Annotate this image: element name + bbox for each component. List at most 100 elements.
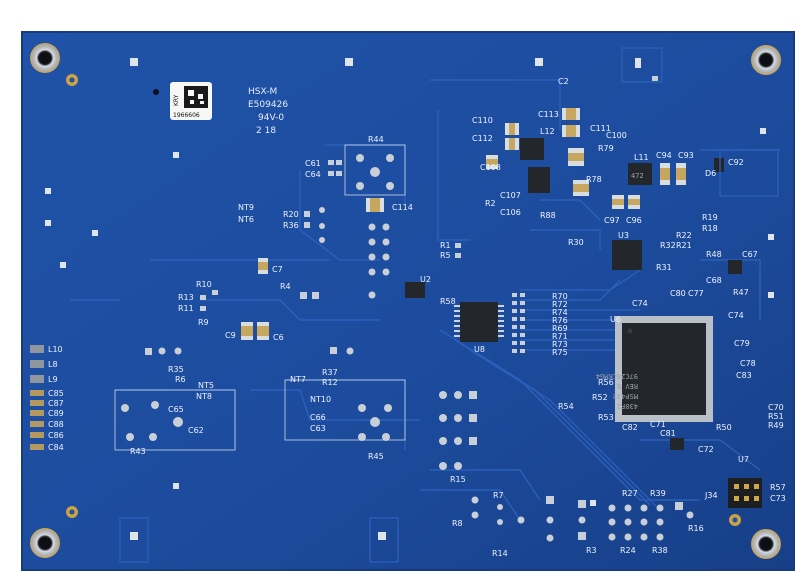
label-R53: R53 xyxy=(598,413,614,422)
mcu-marking-4: 97C28CKMG4 xyxy=(596,372,638,380)
label-R75: R75 xyxy=(552,348,568,357)
label-C112: C112 xyxy=(472,134,493,143)
label-R7: R7 xyxy=(493,491,504,500)
label-C107: C107 xyxy=(500,191,521,200)
label-C100: C100 xyxy=(606,131,627,140)
label-R50: R50 xyxy=(716,423,732,432)
ul-number: E509426 xyxy=(248,100,288,110)
label-R47: R47 xyxy=(733,288,749,297)
label-D6: D6 xyxy=(705,169,716,178)
label-L11: L11 xyxy=(634,153,649,162)
label-C108: C108 xyxy=(480,163,501,172)
label-C97: C97 xyxy=(604,216,620,225)
label-C114: C114 xyxy=(392,203,413,212)
label-R31: R31 xyxy=(656,263,672,272)
label-C94: C94 xyxy=(656,151,672,160)
label-C111: C111 xyxy=(590,124,611,133)
label-C66: C66 xyxy=(310,413,326,422)
label-R79: R79 xyxy=(598,144,614,153)
label-R9: R9 xyxy=(198,318,209,327)
mcu-marking-1: 430F2 xyxy=(617,402,638,410)
label-C72: C72 xyxy=(698,445,714,454)
label-C73: C73 xyxy=(770,494,786,503)
label-C82: C82 xyxy=(622,423,638,432)
label-R78: R78 xyxy=(586,175,602,184)
board-model: HSX-M xyxy=(248,87,277,97)
label-C7: C7 xyxy=(272,265,283,274)
mounting-hole-bottom-right xyxy=(751,529,781,559)
label-NT5: NT5 xyxy=(198,381,214,390)
label-U6: U6 xyxy=(610,315,621,324)
label-R88: R88 xyxy=(540,211,556,220)
label-R8: R8 xyxy=(452,519,463,528)
label-R74: R74 xyxy=(552,308,568,317)
label-C9: C9 xyxy=(225,331,236,340)
label-R27: R27 xyxy=(622,489,638,498)
label-U7: U7 xyxy=(738,455,749,464)
label-R54: R54 xyxy=(558,402,574,411)
label-R15: R15 xyxy=(450,475,466,484)
label-C71: C71 xyxy=(650,420,666,429)
label-NT10: NT10 xyxy=(310,395,331,404)
mcu-marking-3: REV B xyxy=(617,382,638,390)
pcb-board xyxy=(22,32,794,570)
label-C84: C84 xyxy=(48,443,64,452)
label-R30: R30 xyxy=(568,238,584,247)
flammability-rating: 94V-0 xyxy=(258,113,284,123)
label-R4: R4 xyxy=(280,282,291,291)
label-C88: C88 xyxy=(48,420,64,429)
label-R12: R12 xyxy=(322,378,338,387)
label-C61: C61 xyxy=(305,159,321,168)
label-R16: R16 xyxy=(688,524,704,533)
label-R1: R1 xyxy=(440,241,451,250)
label-C110: C110 xyxy=(472,116,493,125)
label-C87: C87 xyxy=(48,399,64,408)
label-R37: R37 xyxy=(322,368,338,377)
mounting-hole-bottom-left xyxy=(30,528,60,558)
label-J34: J34 xyxy=(704,491,718,500)
label-C83: C83 xyxy=(736,371,752,380)
label-R11: R11 xyxy=(178,304,194,313)
label-R19: R19 xyxy=(702,213,718,222)
label-C67: C67 xyxy=(742,250,758,259)
label-R2: R2 xyxy=(485,199,496,208)
label-R20: R20 xyxy=(283,210,299,219)
label-R39: R39 xyxy=(650,489,666,498)
mounting-hole-top-left xyxy=(30,43,60,73)
label-R57: R57 xyxy=(770,483,786,492)
label-C63: C63 xyxy=(310,424,326,433)
label-R5: R5 xyxy=(440,251,451,260)
label-R13: R13 xyxy=(178,293,194,302)
label-R51: R51 xyxy=(768,412,784,421)
label-C80: C80 xyxy=(670,289,686,298)
label-C64: C64 xyxy=(305,170,321,179)
label-C92: C92 xyxy=(728,158,744,167)
label-R32: R32 xyxy=(660,241,676,250)
label-R45: R45 xyxy=(368,452,384,461)
label-C65: C65 xyxy=(168,405,184,414)
label-R73: R73 xyxy=(552,340,568,349)
label-C86: C86 xyxy=(48,431,64,440)
label-number: 1966606 xyxy=(173,112,200,119)
label-R24: R24 xyxy=(620,546,636,555)
mounting-hole-top-right xyxy=(751,45,781,75)
label-C93: C93 xyxy=(678,151,694,160)
label-C78: C78 xyxy=(740,359,756,368)
label-R3: R3 xyxy=(586,546,597,555)
label-R38: R38 xyxy=(652,546,668,555)
label-R70: R70 xyxy=(552,292,568,301)
label-R56: R56 xyxy=(598,378,614,387)
label-R21: R21 xyxy=(676,241,692,250)
label-C74: C74 xyxy=(728,311,744,320)
label-R14: R14 xyxy=(492,549,508,558)
test-pads xyxy=(45,58,774,540)
label-R6: R6 xyxy=(175,375,186,384)
j34-header xyxy=(728,478,762,508)
label-NT9: NT9 xyxy=(238,203,254,212)
label-R48: R48 xyxy=(706,250,722,259)
label-L12: L12 xyxy=(540,127,555,136)
label-R76: R76 xyxy=(552,316,568,325)
label-R71: R71 xyxy=(552,332,568,341)
label-C106: C106 xyxy=(500,208,521,217)
